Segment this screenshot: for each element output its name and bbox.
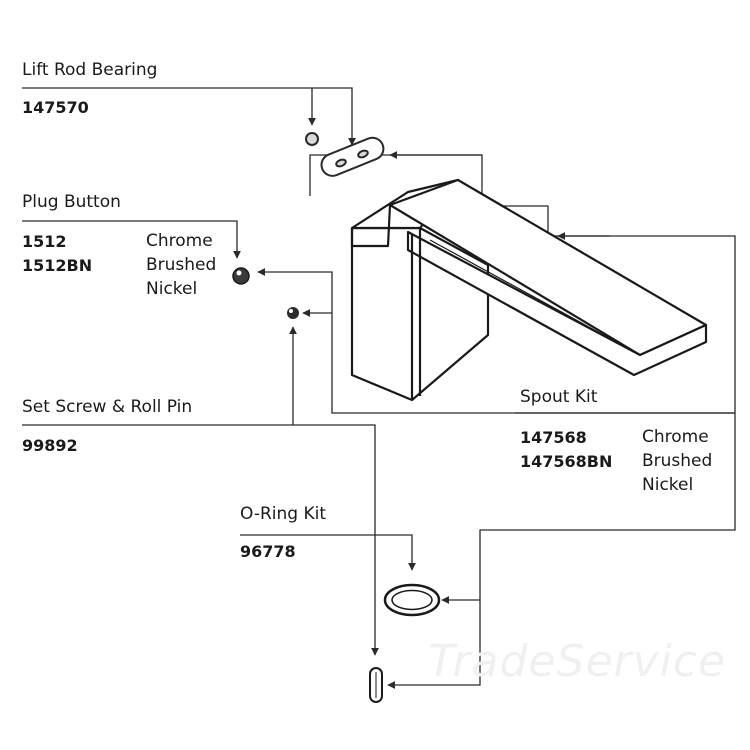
roll-pin-part [369,667,383,703]
lift-rod-bearing-part [305,132,385,177]
finish-nickel: Nickel [642,475,694,495]
o-ring-kit-number: 96778 [240,542,296,561]
set-screw-part [287,307,299,319]
spout-part [350,178,708,402]
plug-button-part [232,267,250,285]
spout-kit-label: Spout Kit [520,387,598,407]
o-ring-part [383,583,441,617]
lift-rod-bearing-number: 147570 [22,98,89,117]
plug-button-number-chrome: 1512 [22,232,67,251]
spout-kit-number-brushed-nickel: 147568BN [520,452,613,471]
watermark: TradeService [428,636,727,687]
plug-button-number-brushed-nickel: 1512BN [22,256,93,275]
finish-brushed: Brushed [642,451,713,471]
set-screw-leader [22,424,379,656]
spout-kit-number-chrome: 147568 [520,428,587,447]
finish-brushed: Brushed [146,255,217,275]
spout-kit-finishes: Chrome Brushed Nickel [642,425,712,497]
finish-chrome: Chrome [642,427,709,447]
o-ring-kit-label: O-Ring Kit [240,504,327,524]
plug-button-finishes: Chrome Brushed Nickel [146,229,216,301]
plug-button-leader [22,220,241,259]
plug-button-label: Plug Button [22,192,121,212]
set-screw-number: 99892 [22,436,78,455]
o-ring-kit-leader [240,534,416,571]
finish-chrome: Chrome [146,231,213,251]
lift-rod-bearing-leader [22,87,356,146]
lift-rod-bearing-label: Lift Rod Bearing [22,60,158,80]
finish-nickel: Nickel [146,279,198,299]
set-screw-label: Set Screw & Roll Pin [22,397,193,417]
